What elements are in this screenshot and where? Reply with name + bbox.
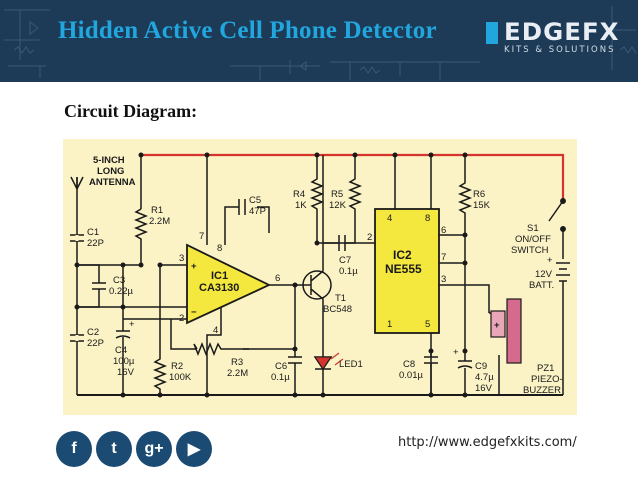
section-heading: Circuit Diagram: [64, 101, 198, 121]
led-symbol [314, 356, 332, 370]
c5-value: 47P [249, 206, 266, 217]
ic2-timer [374, 208, 440, 334]
twitter-icon[interactable]: t [96, 431, 132, 467]
r4-value: 1K [295, 200, 307, 211]
c2-value: 22P [87, 338, 104, 349]
ic1-part: CA3130 [199, 282, 239, 294]
logo-text: EDGEFX [504, 18, 620, 46]
buzzer-label-1: PIEZO- [531, 374, 563, 385]
circuit-diagram: 5-INCH LONG ANTENNA C1 22P C2 22P C3 0.2… [63, 139, 577, 415]
c1-value: 22P [87, 238, 104, 249]
ic1-minus: − [191, 307, 197, 318]
buzzer-terminal [490, 310, 506, 338]
buzzer-body [506, 298, 522, 364]
positive-rail [141, 153, 565, 201]
ic2-ref: IC2 [393, 248, 412, 262]
battery-plus: + [547, 255, 553, 266]
ic1-pin-3: 3 [179, 253, 184, 264]
r3-ref: R3 [231, 357, 243, 368]
c9-value: 4.7µ [475, 372, 494, 383]
c9-voltage: 16V [475, 383, 493, 394]
r6-value: 15K [473, 200, 491, 211]
ic1-ref: IC1 [211, 270, 228, 282]
header-banner: Hidden Active Cell Phone Detector EDGEFX… [0, 0, 638, 82]
r5-value: 12K [329, 200, 347, 211]
r6-ref: R6 [473, 189, 485, 200]
c8-ref: C8 [403, 359, 415, 370]
play-icon[interactable]: ▶ [176, 431, 212, 467]
c8-value: 0.01µ [399, 370, 423, 381]
antenna-label-1: 5-INCH [93, 155, 125, 166]
ic1-plus: + [191, 261, 197, 272]
switch-ref: S1 [527, 223, 539, 234]
c2-ref: C2 [87, 327, 99, 338]
c9-ref: C9 [475, 361, 487, 372]
r1-ref: R1 [151, 205, 163, 216]
website-url[interactable]: http://www.edgefxkits.com/ [398, 435, 577, 450]
c4-plus: + [129, 319, 135, 330]
battery-voltage: 12V [535, 269, 553, 280]
ic1-pin-6: 6 [275, 273, 280, 284]
diagram-background [63, 139, 577, 415]
slide-title: Hidden Active Cell Phone Detector [58, 17, 437, 44]
switch-label-2: SWITCH [511, 245, 549, 256]
c4-value: 100µ [113, 356, 135, 367]
ic1-pin-7: 7 [199, 231, 204, 242]
edgefx-logo: EDGEFX KITS & SOLUTIONS [486, 18, 619, 55]
c3-ref: C3 [113, 275, 125, 286]
c5-ref: C5 [249, 195, 261, 206]
ic1-pin-2: 2 [179, 313, 184, 324]
led-label: LED1 [339, 359, 363, 370]
r5-ref: R5 [331, 189, 343, 200]
r2-ref: R2 [171, 361, 183, 372]
c6-ref: C6 [275, 361, 287, 372]
c1-ref: C1 [87, 227, 99, 238]
ic1-op-amp [186, 243, 272, 325]
t1-ref: T1 [335, 293, 346, 304]
wiring [70, 155, 570, 395]
logo-subtext: KITS & SOLUTIONS [504, 45, 616, 55]
junctions [74, 152, 468, 398]
ic2-pin-6: 6 [441, 225, 446, 236]
r3-value: 2.2M [227, 368, 248, 379]
buzzer-label-2: BUZZER [523, 385, 561, 396]
ic2-pin-1: 1 [387, 319, 392, 330]
ic2-pin-5: 5 [425, 319, 430, 330]
ic2-pin-7: 7 [441, 252, 446, 263]
battery-label: BATT. [529, 280, 554, 291]
c4-ref: C4 [115, 345, 127, 356]
logo-mark [486, 22, 498, 44]
facebook-icon[interactable]: f [56, 431, 92, 467]
ic2-pin-8: 8 [425, 213, 430, 224]
c9-plus: + [453, 347, 459, 358]
c3-value: 0.22µ [109, 286, 133, 297]
c7-ref: C7 [339, 255, 351, 266]
r4-ref: R4 [293, 189, 305, 200]
circuit-sketch-background [4, 6, 637, 80]
c7-value: 0.1µ [339, 266, 358, 277]
t1-part: BC548 [323, 304, 352, 315]
ic2-pin-4: 4 [387, 213, 392, 224]
led-rays [330, 352, 344, 366]
r1-value: 2.2M [149, 216, 170, 227]
ic2-pin-3: 3 [441, 274, 446, 285]
buzzer-plus: + [494, 320, 500, 331]
ic2-part: NE555 [385, 262, 422, 276]
switch-label-1: ON/OFF [515, 234, 551, 245]
ic1-pin-4: 4 [213, 325, 218, 336]
buzzer-ref: PZ1 [537, 363, 554, 374]
ic2-pin-2: 2 [367, 232, 372, 243]
google-plus-icon[interactable]: g+ [136, 431, 172, 467]
c6-value: 0.1µ [271, 372, 290, 383]
antenna-label-3: ANTENNA [89, 177, 136, 188]
c4-voltage: 16V [117, 367, 135, 378]
ic1-pin-8: 8 [217, 243, 222, 254]
antenna-label-2: LONG [97, 166, 124, 177]
r2-value: 100K [169, 372, 192, 383]
